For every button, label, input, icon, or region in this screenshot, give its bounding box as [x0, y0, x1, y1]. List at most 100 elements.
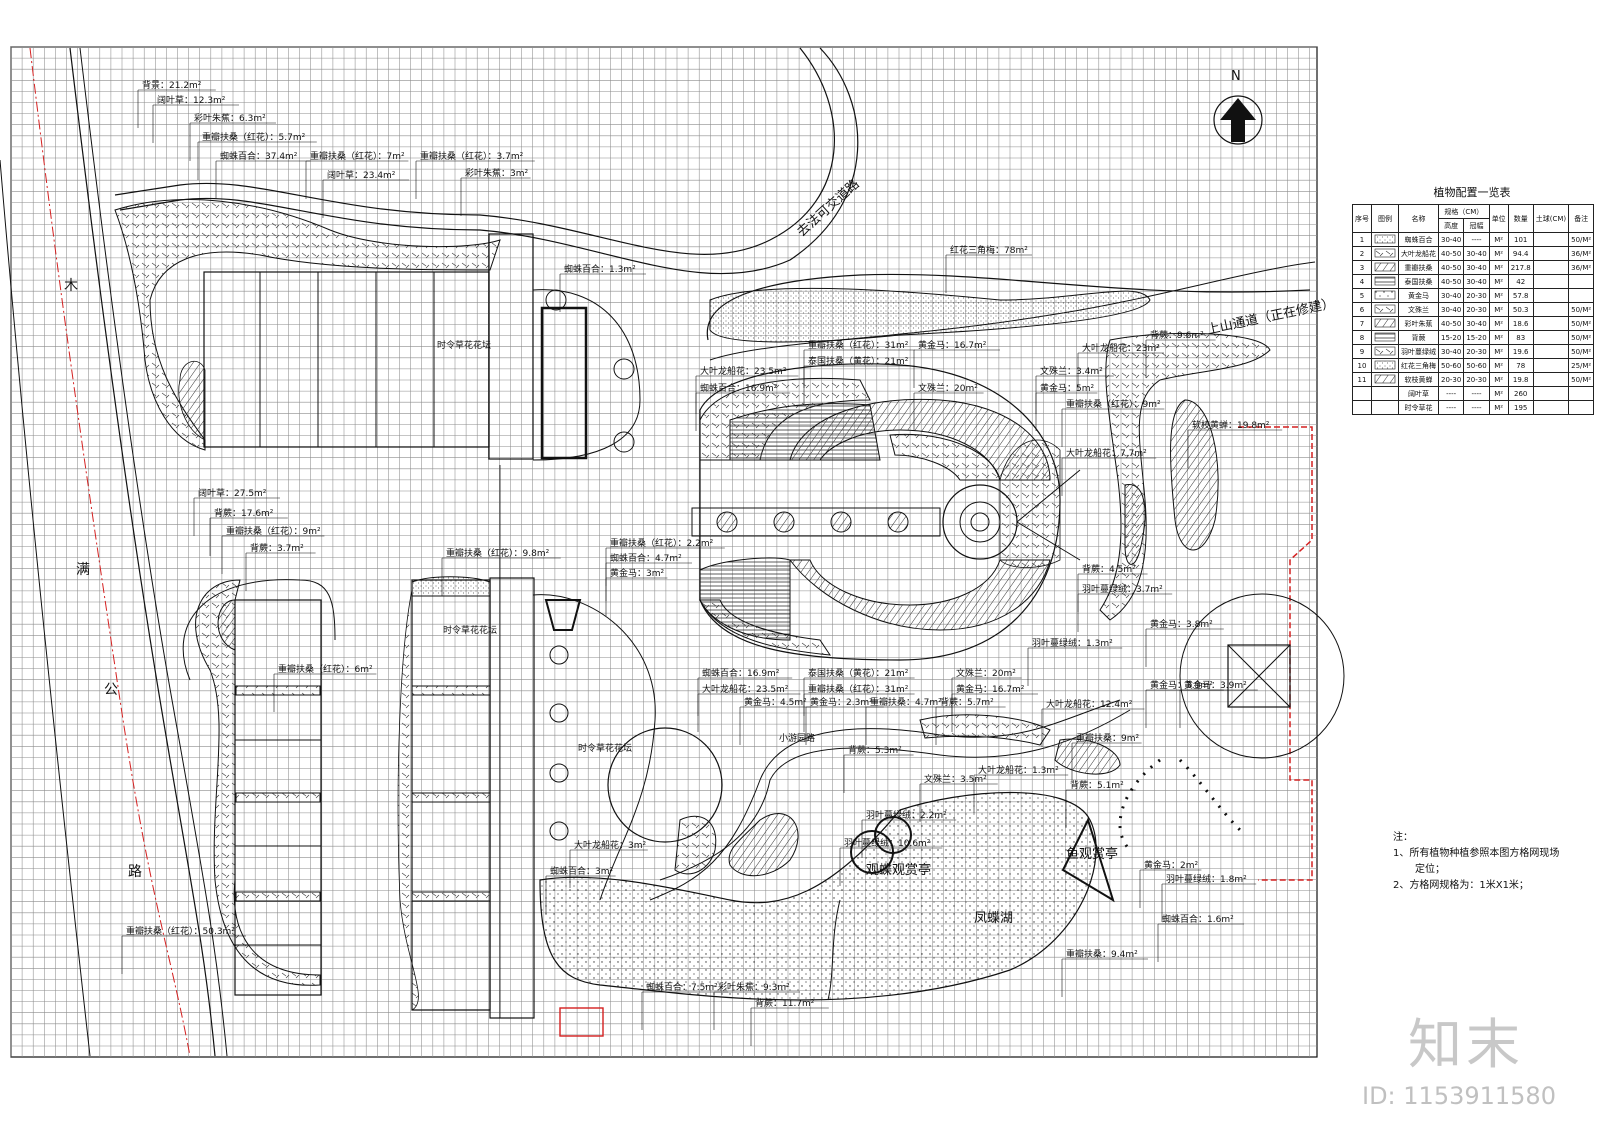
plant-label: 背蕨：5.1m² [1070, 779, 1124, 791]
legend-cell: M² [1488, 386, 1509, 401]
north-label: N [1231, 69, 1241, 84]
plant-label: 黄金马：2m² [1144, 859, 1198, 871]
legend-swatch-icon [1374, 262, 1396, 271]
plant-label: 羽叶蔓绿绒：1.8m² [1166, 873, 1247, 885]
legend-cell: 260 [1507, 386, 1534, 401]
legend-cell: 50/M² [1568, 330, 1595, 345]
stepping-stones [1118, 758, 1242, 852]
plant-label: 重瓣扶桑（红花）：6m² [278, 663, 373, 675]
legend-cell: 50/M² [1568, 344, 1595, 359]
legend-cell [1532, 232, 1570, 247]
circular-plaza-right [1179, 593, 1345, 759]
legend-swatch-icon [1374, 290, 1396, 299]
legend-cell: 20-30 [1463, 288, 1490, 303]
plant-label: 重瓣扶桑（红花）：31m² [808, 339, 909, 351]
legend-cell: 时令草花 [1398, 400, 1439, 415]
garden-bed-dots-3 [699, 599, 832, 656]
plant-label: 文殊兰：3.5m² [924, 773, 987, 785]
gazebo-right [1227, 644, 1291, 708]
plant-label: 蜘蛛百合：16.9m² [702, 667, 780, 679]
legend-cell: M² [1488, 260, 1509, 275]
plant-label: 羽叶蔓绿绒：1.3m² [1032, 637, 1113, 649]
legend-header: 单位 [1488, 204, 1509, 233]
round-plaza [607, 727, 723, 843]
plant-label: 重瓣扶桑（红花）：31m² [808, 683, 909, 695]
legend-cell: 36/M² [1568, 260, 1595, 275]
legend-cell: 泰国扶桑 [1398, 274, 1439, 289]
plant-label: 重瓣扶桑（红花）：9m² [226, 525, 321, 537]
legend-cell: 30-40 [1463, 260, 1490, 275]
legend-cell [1352, 400, 1372, 415]
bougainvillea-bed [709, 287, 1151, 343]
legend-swatch [1371, 274, 1399, 289]
lake-label: 凤蝶湖 [974, 911, 1013, 926]
plant-label: 蜘蛛百合：16.9m² [700, 382, 778, 394]
legend-cell: M² [1488, 246, 1509, 261]
legend-cell: 50.3 [1507, 302, 1534, 317]
flower-stand-label: 时令草花花坛 [578, 742, 632, 754]
plant-label: 背蕨：9.6m² [1150, 329, 1204, 341]
plant-label: 黄金马：16.7m² [956, 683, 1025, 695]
legend-cell: M² [1488, 316, 1509, 331]
watermark-logo: 知末 [1408, 1013, 1524, 1076]
axis-posts [716, 511, 909, 533]
legend-cell: 50/M² [1568, 302, 1595, 317]
pavilion-label: 观蝶观赏亭 [866, 862, 931, 878]
notes-line: 定位； [1415, 864, 1445, 875]
legend-cell: 94.4 [1507, 246, 1534, 261]
legend-cell: 19.6 [1507, 344, 1534, 359]
lily-bed [1124, 484, 1146, 565]
legend-swatch [1371, 330, 1399, 345]
fish-pavilion [1061, 817, 1115, 903]
plant-label: 彩叶朱蕉：3m² [465, 167, 528, 179]
planting-belt-top [114, 199, 501, 451]
main-road-edge [0, 159, 91, 1057]
plant-label: 重瓣扶桑：4.7m² [870, 696, 942, 708]
plant-label: 黄金马：3.9m² [1150, 679, 1213, 691]
plant-label: 阔叶草：27.5m² [198, 487, 267, 499]
plant-label: 黄金马：3m² [610, 567, 664, 579]
legend-cell: 蜘蛛百合 [1398, 232, 1439, 247]
legend-cell: 57.8 [1507, 288, 1534, 303]
legend-cell: 背蕨 [1398, 330, 1439, 345]
road-label-1: 木 [64, 278, 78, 294]
legend-cell: 30-40 [1437, 344, 1465, 359]
legend-cell: M² [1488, 288, 1509, 303]
winding-bed [728, 813, 799, 877]
legend-swatch-icon [1374, 360, 1396, 369]
plant-label: 黄金马：3.8m² [1150, 618, 1213, 630]
plant-label: 红花三角梅：78m² [950, 244, 1028, 256]
legend-cell [1532, 246, 1570, 261]
plant-label: 大叶龙船花：12.4m² [1046, 698, 1133, 710]
legend-cell: 19.8 [1507, 372, 1534, 387]
legend-cell: 50-60 [1463, 358, 1490, 373]
legend-cell: 8 [1352, 330, 1372, 345]
flower-stand-block [234, 599, 322, 996]
legend-header: 数量 [1507, 204, 1534, 233]
legend-cell: 40-50 [1437, 260, 1465, 275]
legend-cell: 6 [1352, 302, 1372, 317]
plant-label: 蜘蛛百合：7.5m² [646, 981, 718, 993]
plant-label: 大叶龙船花：23.5m² [702, 683, 789, 695]
legend-cell: 3 [1352, 260, 1372, 275]
bed-winding-3 [919, 714, 1051, 746]
plant-label: 羽叶蔓绿绒：10.6m² [844, 837, 931, 849]
legend-subheader: 高度 [1437, 218, 1465, 233]
legend-cell: 20-30 [1437, 372, 1465, 387]
plant-label: 重瓣扶桑（红花）：7m² [310, 150, 405, 162]
legend-cell [1532, 400, 1570, 415]
main-road-edge [79, 47, 228, 1057]
legend-subheader: 冠幅 [1463, 218, 1490, 233]
legend-cell [1532, 358, 1570, 373]
legend-swatch [1371, 232, 1399, 247]
legend-cell: 文殊兰 [1398, 302, 1439, 317]
legend-swatch [1371, 344, 1399, 359]
legend-swatch [1371, 400, 1399, 415]
plant-label: 文殊兰：20m² [956, 667, 1016, 679]
